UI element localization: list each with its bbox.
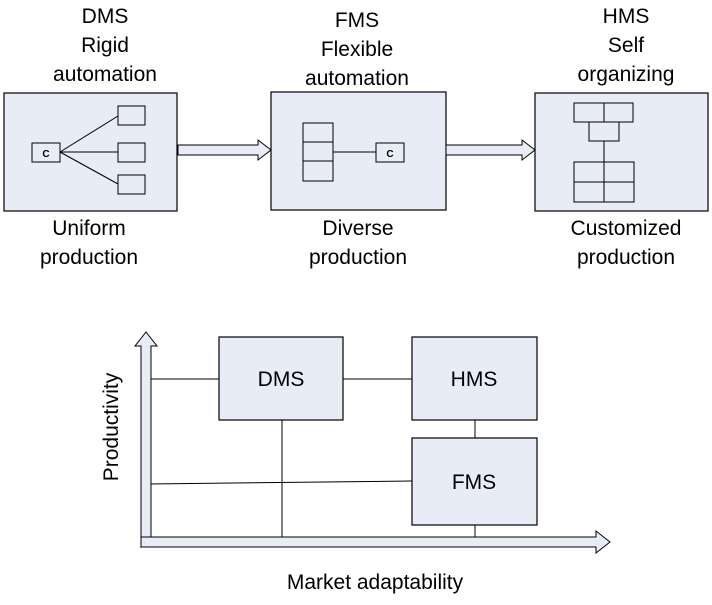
fms-stage-box: C: [270, 91, 447, 211]
hms-title-line-1: HMS: [602, 5, 650, 28]
dms-box-label: DMS: [258, 368, 305, 391]
hms-unit-top-right: [603, 102, 634, 123]
x-axis-arrow: [140, 529, 611, 555]
hms-unit-top-left: [573, 102, 605, 123]
fms-caption: Diverse production: [273, 214, 443, 272]
arrow-fms-to-hms: [445, 138, 536, 162]
fms-box: FMS: [411, 437, 538, 526]
dms-unit-1: [117, 105, 146, 126]
hms-caption-line-1: Customized: [570, 217, 682, 240]
fms-title: FMS Flexible automation: [272, 6, 442, 93]
x-axis-label: Market adaptability: [287, 571, 464, 594]
fms-title-line-2: Flexible: [320, 38, 394, 61]
dms-title-line-3: automation: [53, 63, 157, 86]
fms-title-line-1: FMS: [334, 9, 380, 32]
fms-unit-stack: [302, 122, 334, 182]
hms-caption: Customized production: [541, 214, 711, 272]
fms-caption-line-1: Diverse: [322, 217, 394, 240]
dms-controller-label: C: [42, 149, 49, 160]
dms-caption-line-2: production: [39, 246, 139, 269]
fms-title-line-3: automation: [305, 67, 409, 90]
fms-box-label: FMS: [452, 471, 496, 494]
hms-title-line-2: Self: [607, 34, 645, 57]
fms-controller: [375, 142, 405, 163]
fms-level-line: [147, 480, 413, 485]
dms-unit-3: [117, 174, 146, 195]
fms-controller-label: C: [386, 149, 393, 160]
dms-title-line-1: DMS: [81, 5, 129, 28]
dms-box: DMS: [218, 336, 344, 421]
hms-unit-top-center: [588, 121, 620, 142]
dms-caption: Uniform production: [4, 214, 174, 272]
y-axis-arrow: [133, 331, 159, 549]
dms-stage-box: C: [3, 92, 178, 212]
hms-box: HMS: [411, 336, 538, 421]
hms-title: HMS Self organizing: [541, 2, 711, 89]
fms-caption-line-2: production: [308, 246, 408, 269]
hms-title-line-3: organizing: [577, 63, 675, 86]
hms-caption-line-2: production: [576, 246, 676, 269]
dms-title-line-2: Rigid: [81, 34, 129, 57]
y-axis-label: Productivity: [100, 372, 123, 481]
hms-stage-box: [534, 92, 709, 212]
dms-caption-line-1: Uniform: [52, 217, 126, 240]
dms-unit-2: [117, 142, 146, 163]
arrow-dms-to-fms: [177, 138, 272, 162]
hms-box-label: HMS: [451, 368, 498, 391]
dms-title: DMS Rigid automation: [20, 2, 190, 89]
